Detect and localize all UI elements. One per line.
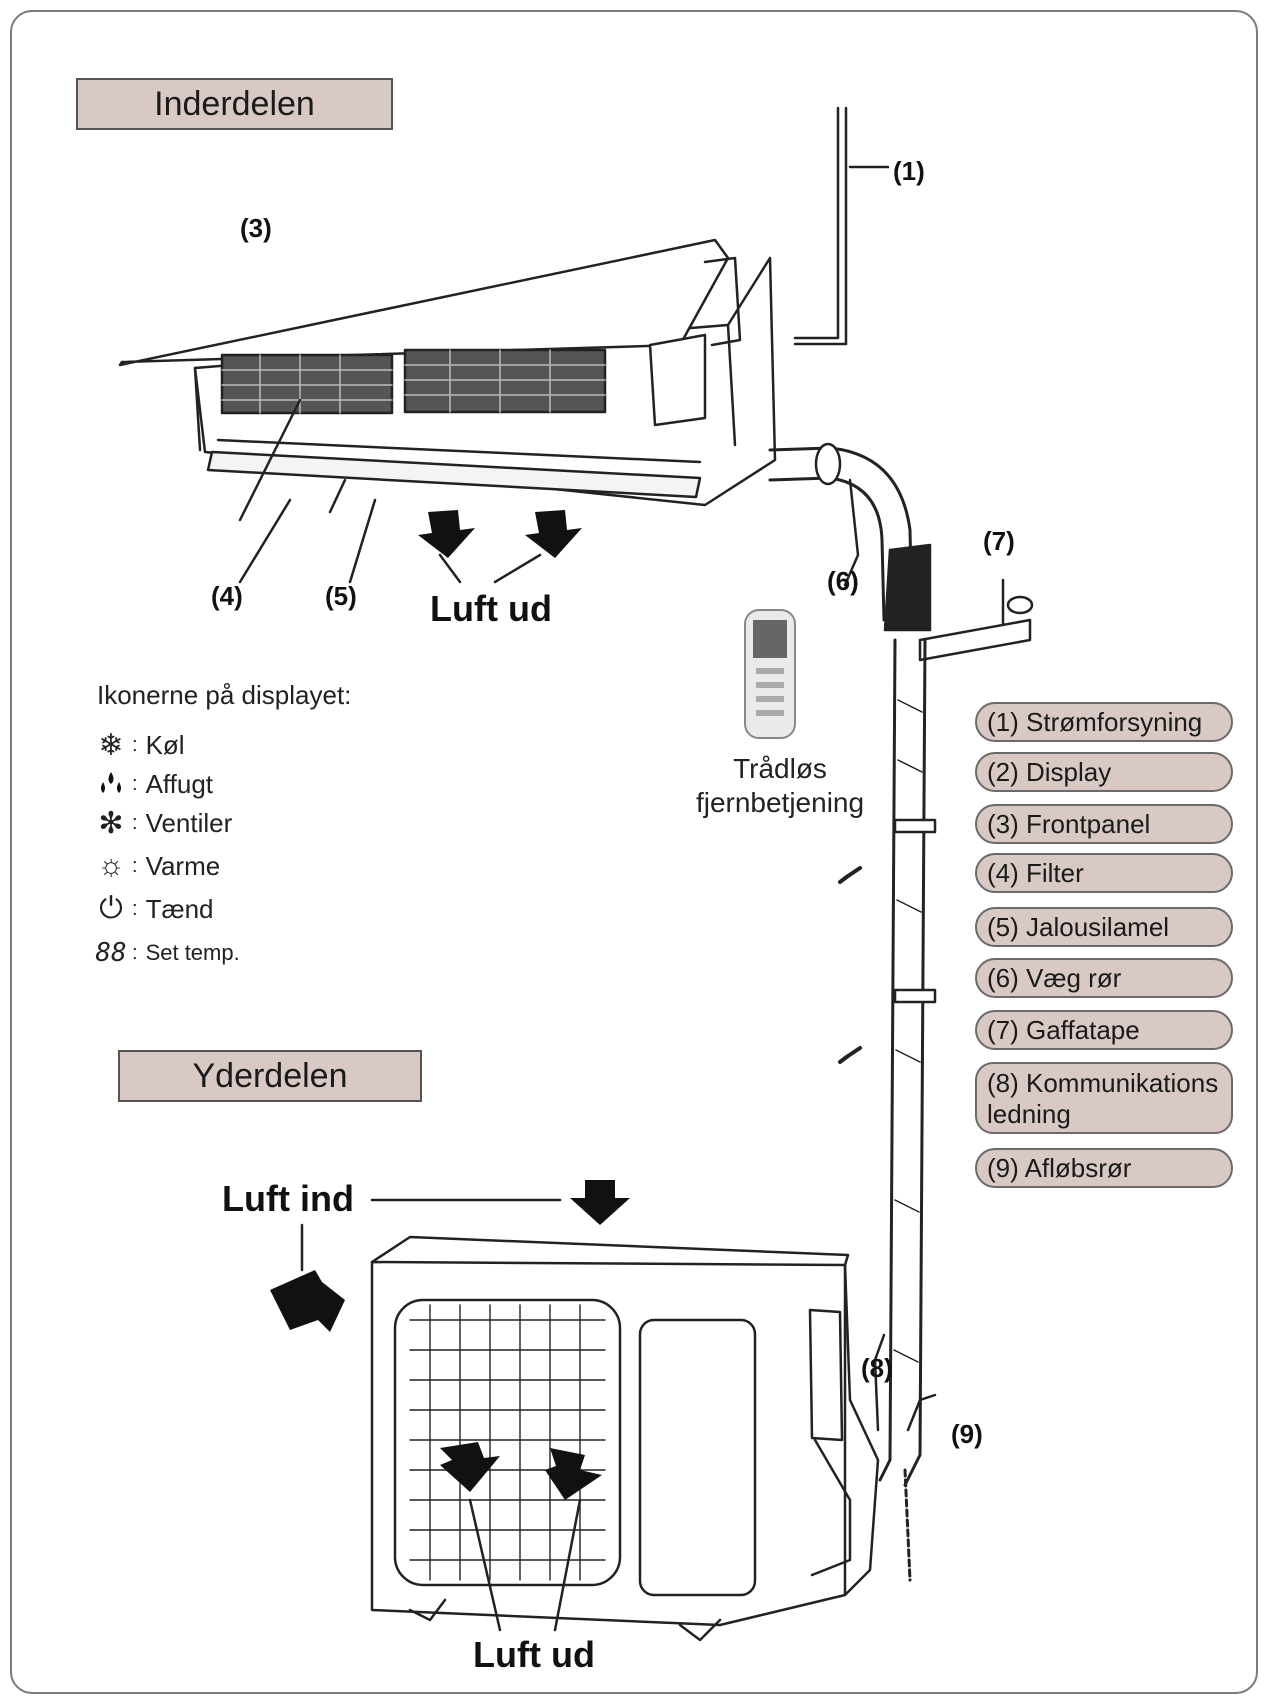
callout-3: (3) [240,213,272,243]
power-cable [793,106,840,340]
icon-row-settemp: 88: Set temp. [92,936,239,970]
indoor-unit-title: Inderdelen [76,78,393,130]
outdoor-air-in-label: Luft ind [222,1178,354,1219]
wall-pipe [768,442,932,632]
legend-item-1: (1) Strømforsyning [975,702,1233,742]
indoor-unit [118,238,777,507]
icon-row-power: ⏻: Tænd [92,892,213,926]
callout-7: (7) [983,526,1015,556]
legend-item-8: (8) Kommunikations ledning [975,1062,1233,1134]
legend-item-4: (4) Filter [975,853,1233,893]
louver [206,450,702,499]
legend-item-9: (9) Afløbsrør [975,1148,1233,1188]
airflow-arrows [270,510,630,1500]
callout-6: (6) [827,566,859,596]
callout-4: (4) [211,581,243,611]
display-icons-title: Ikonerne på displayet: [97,680,352,710]
callout-5: (5) [325,581,357,611]
gaffatape [918,578,1034,662]
outdoor-air-out-label: Luft ud [473,1634,595,1675]
snowflake-icon: ❄ [98,728,124,762]
front-panel [118,238,730,367]
callout-9: (9) [951,1419,983,1449]
legend-item-3: (3) Frontpanel [975,804,1233,844]
legend-item-2: (2) Display [975,752,1233,792]
power-icon: ⏻ [99,892,123,925]
indoor-air-out-label: Luft ud [430,588,552,629]
fan-icon: ✻ [98,806,124,840]
filter [220,348,607,415]
outdoor-unit-title: Yderdelen [118,1050,422,1102]
fan-grille [393,1298,622,1587]
icon-row-dry: : Affugt [92,767,213,801]
pipe-bundle [838,638,937,1582]
drops-icon [92,767,130,801]
legend-item-5: (5) Jalousilamel [975,907,1233,947]
icon-row-cool: ❄: Køl [92,728,184,762]
digits-icon: 88 [95,938,127,968]
icon-row-heat: ☼: Varme [92,849,220,883]
callout-1: (1) [893,156,925,186]
remote-control [744,609,796,739]
remote-control-label: Trådløs fjernbetjening [695,753,865,818]
diagram-frame [10,10,1258,1694]
callout-8: (8) [861,1353,893,1383]
icon-row-fan: ✻: Ventiler [92,806,232,840]
legend-item-6: (6) Væg rør [975,958,1233,998]
outdoor-unit [370,1235,880,1642]
legend-item-7: (7) Gaffatape [975,1010,1233,1050]
sun-icon: ☼ [97,849,125,882]
